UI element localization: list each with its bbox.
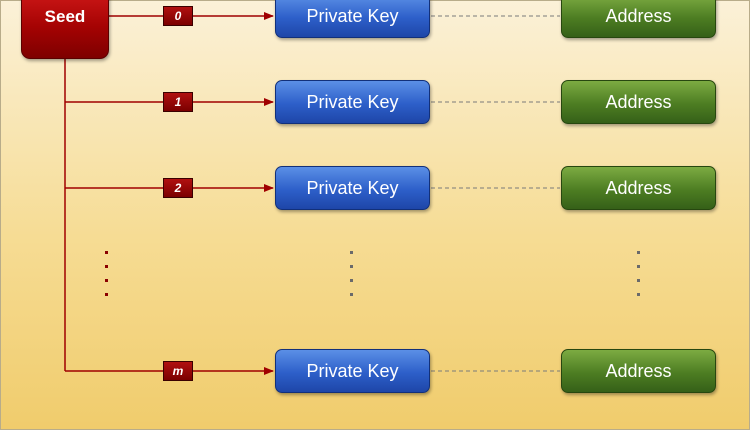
index-tag-row-0: 0 xyxy=(163,6,193,26)
private-key-node-row-0: Private Key xyxy=(275,0,430,38)
index-tag-row-m: m xyxy=(163,361,193,381)
ellipsis-dots-seed-column xyxy=(105,251,109,296)
address-label: Address xyxy=(605,91,672,112)
private-key-node-row-m: Private Key xyxy=(275,349,430,393)
private-key-label: Private Key xyxy=(306,5,399,26)
index-label: 2 xyxy=(174,181,182,195)
address-label: Address xyxy=(605,177,672,198)
private-key-node-row-1: Private Key xyxy=(275,80,430,124)
private-key-label: Private Key xyxy=(306,177,399,198)
address-node-row-m: Address xyxy=(561,349,716,393)
private-key-label: Private Key xyxy=(306,360,399,381)
private-key-node-row-2: Private Key xyxy=(275,166,430,210)
index-tag-row-1: 1 xyxy=(163,92,193,112)
private-key-label: Private Key xyxy=(306,91,399,112)
index-label: m xyxy=(172,364,184,378)
address-node-row-0: Address xyxy=(561,0,716,38)
seed-label: Seed xyxy=(44,7,86,26)
index-tag-row-2: 2 xyxy=(163,178,193,198)
ellipsis-dots-private-key-column xyxy=(350,251,354,296)
ellipsis-dots-address-column xyxy=(637,251,641,296)
index-label: 1 xyxy=(174,95,182,109)
address-node-row-2: Address xyxy=(561,166,716,210)
address-label: Address xyxy=(605,360,672,381)
address-node-row-1: Address xyxy=(561,80,716,124)
address-label: Address xyxy=(605,5,672,26)
seed-node: Seed xyxy=(21,0,109,59)
index-label: 0 xyxy=(174,9,182,23)
